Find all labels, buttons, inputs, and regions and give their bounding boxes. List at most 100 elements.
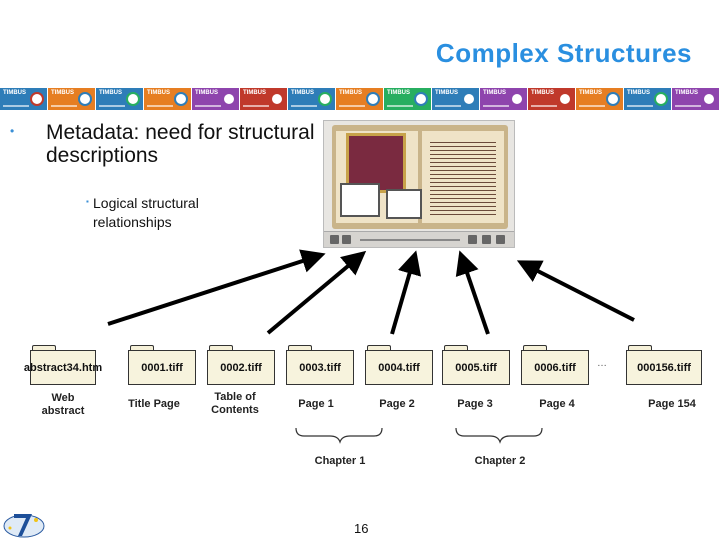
file-caption: Title Page (128, 398, 180, 410)
banner-button-icon (654, 92, 668, 106)
banner-tile-label: TIMBUS (675, 90, 698, 96)
viewer-slider (360, 239, 460, 241)
banner-button-icon (270, 92, 284, 106)
file-name: 000156.tiff (626, 350, 702, 385)
file-caption: Page 154 (648, 398, 696, 410)
viewer-control-icon (330, 235, 339, 244)
banner-tile: TIMBUS (624, 88, 672, 110)
banner-tile: TIMBUS (48, 88, 96, 110)
banner-tile: TIMBUS (528, 88, 576, 110)
banner-button-icon (126, 92, 140, 106)
file-name: 0002.tiff (207, 350, 275, 385)
banner-button-icon (78, 92, 92, 106)
file-name: 0006.tiff (521, 350, 589, 385)
banner-tile-label: TIMBUS (627, 90, 650, 96)
chapter-brace (295, 427, 383, 444)
banner-button-icon (174, 92, 188, 106)
bullet-icon: • (10, 124, 15, 138)
banner-button-icon (30, 92, 44, 106)
file-caption: Page 3 (457, 398, 493, 410)
banner-button-icon (702, 92, 716, 106)
banner-tile-label: TIMBUS (147, 90, 170, 96)
book-left-page (336, 131, 422, 223)
viewer-control-icon (496, 235, 505, 244)
viewer-toolbar (324, 231, 514, 247)
banner-tile: TIMBUS (576, 88, 624, 110)
manuscript-text (430, 139, 496, 215)
file-folder: 0006.tiff (521, 345, 589, 385)
file-folder: abstract34.htm (24, 345, 102, 385)
main-bullet-text: Metadata: need for structural descriptio… (46, 121, 315, 167)
arrow-line (455, 250, 490, 335)
chapter-brace (455, 427, 543, 444)
file-name: 0005.tiff (442, 350, 510, 385)
banner-button-icon (558, 92, 572, 106)
banner-tile-label: TIMBUS (51, 90, 74, 96)
arrow-line (390, 250, 422, 335)
file-folder: 0005.tiff (442, 345, 510, 385)
file-caption: Table of Contents (211, 391, 259, 416)
chapter-label: Chapter 1 (314, 455, 366, 467)
arrow-line (107, 249, 326, 326)
sub-bullet-icon: ▪ (86, 197, 89, 206)
banner-button-icon (414, 92, 428, 106)
banner-button-icon (366, 92, 380, 106)
banner-tile: TIMBUS (192, 88, 240, 110)
banner-tile: TIMBUS (144, 88, 192, 110)
file-name: 0004.tiff (365, 350, 433, 385)
book-image (332, 125, 508, 229)
viewer-control-icon (482, 235, 491, 244)
book-right-page (422, 131, 504, 223)
banner-button-icon (462, 92, 476, 106)
ellipsis: … (597, 358, 607, 369)
banner-tile: TIMBUS (432, 88, 480, 110)
banner-tile-label: TIMBUS (483, 90, 506, 96)
banner-button-icon (222, 92, 236, 106)
banner-tile-label: TIMBUS (3, 90, 26, 96)
file-folder: 0001.tiff (128, 345, 196, 385)
file-folder: 0003.tiff (286, 345, 354, 385)
banner-tile-label: TIMBUS (531, 90, 554, 96)
banner-button-icon (606, 92, 620, 106)
banner-tile-label: TIMBUS (195, 90, 218, 96)
banner-button-icon (318, 92, 332, 106)
file-folder: 0004.tiff (365, 345, 433, 385)
chapter-label: Chapter 2 (474, 455, 526, 467)
banner-tile: TIMBUS (480, 88, 528, 110)
thumbnail-image (386, 189, 422, 219)
banner-tile-label: TIMBUS (435, 90, 458, 96)
file-caption: Web abstract (41, 392, 85, 417)
slide-title: Complex Structures (435, 38, 692, 68)
file-name: 0003.tiff (286, 350, 354, 385)
banner-tile: TIMBUS (240, 88, 288, 110)
banner-tile: TIMBUS (288, 88, 336, 110)
thumbnail-image (340, 183, 380, 217)
banner-tile: TIMBUS (0, 88, 48, 110)
banner-tile-label: TIMBUS (579, 90, 602, 96)
book-viewer-screenshot (323, 120, 515, 248)
arrow-line (516, 260, 635, 322)
banner-button-icon (510, 92, 524, 106)
banner-tile-label: TIMBUS (99, 90, 122, 96)
arrow-line (266, 250, 367, 335)
banner-tile-label: TIMBUS (291, 90, 314, 96)
banner-tile-label: TIMBUS (243, 90, 266, 96)
viewer-control-icon (468, 235, 477, 244)
file-caption: Page 1 (298, 398, 334, 410)
banner-tile-label: TIMBUS (387, 90, 410, 96)
banner-tile: TIMBUS (384, 88, 432, 110)
file-caption: Page 2 (379, 398, 415, 410)
viewer-control-icon (342, 235, 351, 244)
sub-bullet-text: Logical structural relationships (93, 195, 199, 230)
page-number: 16 (354, 521, 369, 536)
file-name: abstract34.htm (24, 350, 102, 385)
file-name: 0001.tiff (128, 350, 196, 385)
file-folder: 0002.tiff (207, 345, 275, 385)
banner-tile: TIMBUS (336, 88, 384, 110)
file-caption: Page 4 (539, 398, 575, 410)
fp7-logo-icon (3, 514, 45, 538)
banner-tile: TIMBUS (96, 88, 144, 110)
file-folder: 000156.tiff (626, 345, 702, 385)
